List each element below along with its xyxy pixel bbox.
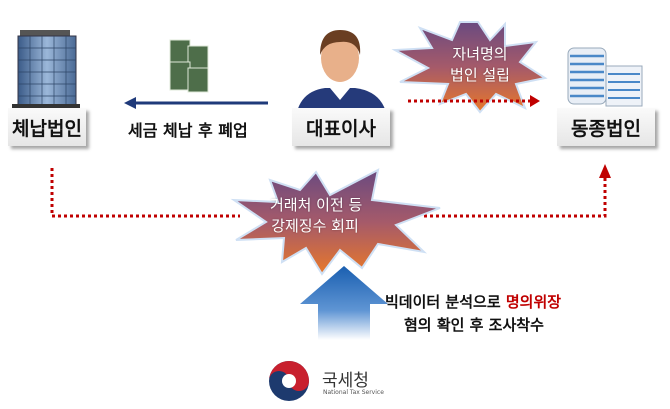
investigation-highlight: 명의위장 <box>505 293 562 311</box>
investigation-line1: 빅데이터 분석으로 명의위장 <box>385 291 561 312</box>
node-delinquent-corp: 체납법인 <box>8 108 86 146</box>
burst-top-line1: 자녀명의 <box>452 45 508 63</box>
investigation-up-arrow <box>300 266 388 340</box>
logo-name: 국세청 <box>322 371 369 391</box>
burst-bottom-line2: 강제징수 회피 <box>271 217 359 235</box>
office-building-icon <box>12 30 80 112</box>
burst-bottom-line1: 거래처 이전 등 <box>270 196 363 214</box>
dotted-path-left <box>50 168 240 218</box>
burst-bottom-shape <box>230 168 441 276</box>
closure-label: 세금 체납 후 폐업 <box>128 121 248 140</box>
logo-english: National Tax Service <box>323 389 384 396</box>
dotted-arrow-right <box>424 178 607 218</box>
burst-top-line2: 법인 설립 <box>450 66 510 84</box>
burst-top-shape <box>391 21 548 114</box>
burst-bottom-text: 거래처 이전 등 강제징수 회피 <box>270 195 363 237</box>
closure-arrow <box>124 97 268 109</box>
node-same-business-corp: 동종법인 <box>557 108 655 146</box>
nts-logo-emblem <box>269 361 309 401</box>
investigation-line2: 혐의 확인 후 조사착수 <box>404 316 544 334</box>
burst-top-text: 자녀명의 법인 설립 <box>430 44 530 86</box>
money-stack-icon <box>169 39 209 93</box>
node-ceo: 대표이사 <box>292 108 390 146</box>
investigation-prefix: 빅데이터 분석으로 <box>385 293 506 311</box>
office-buildings-icon <box>567 47 643 107</box>
